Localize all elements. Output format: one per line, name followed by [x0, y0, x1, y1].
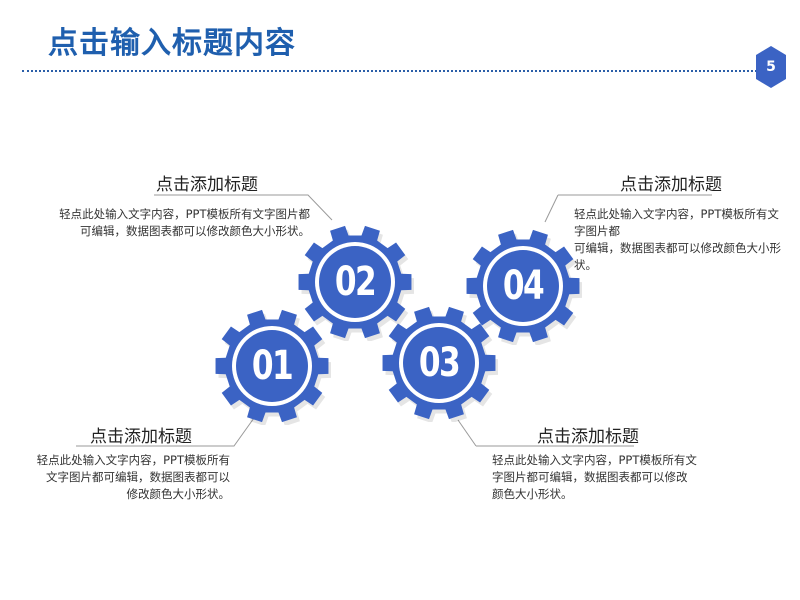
gear-icon	[215, 309, 331, 425]
gear-03: 03	[380, 304, 498, 422]
body-line: 可编辑，数据图表都可以修改颜色大小形状。	[574, 241, 781, 272]
page-number-badge: 5	[754, 44, 788, 90]
gear-icon	[466, 229, 582, 345]
page-number: 5	[766, 59, 776, 75]
block-heading: 点击添加标题	[620, 175, 722, 195]
page-title: 点击输入标题内容	[48, 26, 296, 61]
gear-01: 01	[213, 307, 331, 425]
block-heading: 点击添加标题	[90, 427, 192, 447]
block-heading: 点击添加标题	[537, 427, 639, 447]
body-line: 文字图片都可编辑，数据图表都可以	[46, 470, 230, 484]
gear-number: 01	[251, 343, 294, 389]
block-heading: 点击添加标题	[156, 175, 258, 195]
body-line: 轻点此处输入文字内容，PPT模板所有	[36, 453, 230, 467]
body-line: 颜色大小形状。	[492, 487, 573, 501]
gear-02: 02	[296, 223, 414, 341]
body-line: 字图片都可编辑，数据图表都可以修改	[492, 470, 688, 484]
gear-number: 03	[418, 340, 461, 386]
leader-line-03-tail	[457, 419, 477, 447]
gear-icon	[298, 225, 414, 341]
body-line: 可编辑，数据图表都可以修改颜色大小形状。	[80, 224, 310, 238]
leader-line-02	[154, 194, 333, 221]
leader-line-01	[76, 417, 255, 447]
block-body: 轻点此处输入文字内容，PPT模板所有文 字图片都可编辑，数据图表都可以修改 颜色…	[492, 452, 702, 503]
block-body: 轻点此处输入文字内容，PPT模板所有文字图片都 可编辑，数据图表都可以修改颜色大…	[40, 206, 310, 240]
body-line: 轻点此处输入文字内容，PPT模板所有文字图片都	[574, 207, 779, 238]
body-line: 轻点此处输入文字内容，PPT模板所有文字图片都	[59, 207, 310, 221]
body-line: 轻点此处输入文字内容，PPT模板所有文	[492, 453, 697, 467]
leader-line-04-tail	[544, 194, 559, 223]
gear-number: 04	[502, 263, 545, 309]
header-divider	[22, 70, 757, 72]
gear-04: 04	[464, 227, 582, 345]
gear-icon	[382, 306, 498, 422]
block-body: 轻点此处输入文字内容，PPT模板所有 文字图片都可编辑，数据图表都可以 修改颜色…	[30, 452, 230, 503]
block-body: 轻点此处输入文字内容，PPT模板所有文字图片都 可编辑，数据图表都可以修改颜色大…	[574, 206, 784, 274]
body-line: 修改颜色大小形状。	[126, 487, 231, 501]
hexagon-icon	[756, 46, 786, 88]
gear-number: 02	[334, 259, 377, 305]
